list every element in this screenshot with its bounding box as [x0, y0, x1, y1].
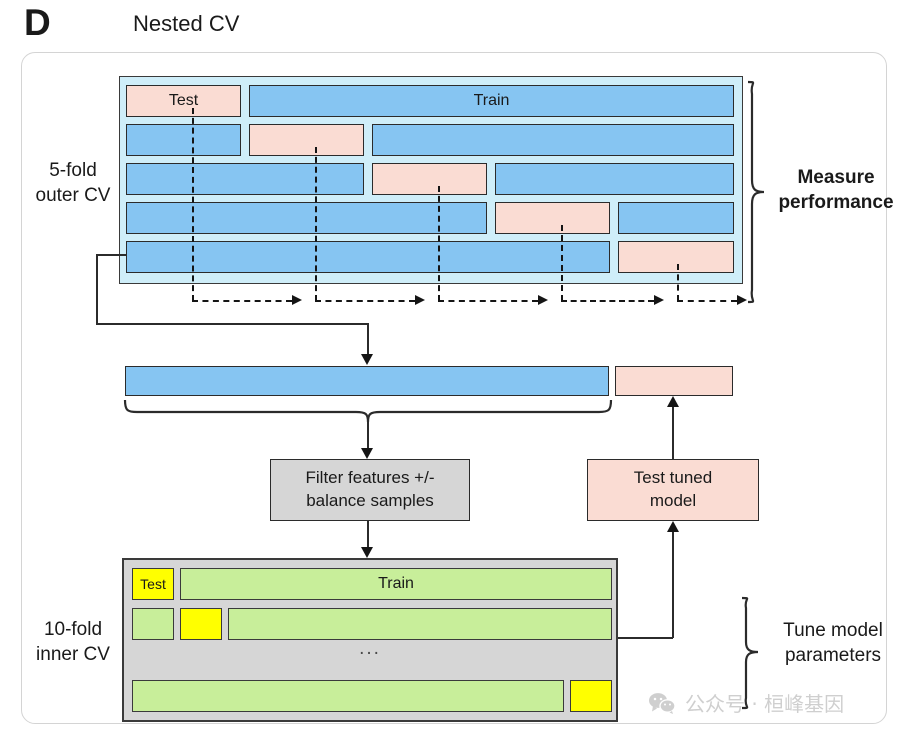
tune-model-line2: parameters — [784, 645, 882, 667]
outer-fold2-test — [249, 124, 364, 156]
measure-performance-label: Measure performance — [768, 165, 904, 215]
dashed-arrow-3 — [438, 300, 538, 302]
watermark: 公众号 · 桓峰基因 — [648, 688, 844, 717]
dashed-arrowhead-4 — [654, 295, 664, 305]
outer-fold1-test: Test — [126, 85, 241, 117]
outer-cv-container: Test Train — [119, 76, 743, 284]
panel-letter: D — [24, 2, 51, 43]
dashed-arrowhead-1 — [292, 295, 302, 305]
outer-to-mid-line-b — [96, 254, 98, 323]
middle-train-bar — [125, 366, 609, 396]
dashed-arrow-1 — [192, 300, 292, 302]
inner-to-tuned-line-b — [672, 532, 674, 638]
dashed-connector-1 — [192, 108, 194, 301]
measure-performance-line1: Measure — [797, 167, 875, 188]
tune-model-parameters-label: Tune model parameters — [762, 618, 904, 668]
inner-cv-container: Test Train ... — [122, 558, 618, 722]
outer-to-mid-line-c — [96, 323, 368, 325]
outer-fold2-train-b — [372, 124, 734, 156]
watermark-text: 公众号 · 桓峰基因 — [685, 692, 845, 716]
middle-bar-brace — [123, 399, 613, 423]
outer-fold5-test — [618, 241, 734, 273]
inner-fold10-test — [570, 680, 612, 712]
outer-cv-label-line1: 5-fold — [49, 160, 97, 181]
measure-performance-brace — [747, 80, 765, 304]
inner-cv-ellipsis: ... — [359, 638, 381, 659]
inner-cv-label-line2: inner CV — [36, 644, 110, 666]
tune-model-line1: Tune model — [783, 620, 883, 641]
measure-performance-line2: performance — [778, 192, 894, 214]
inner-fold2-train-b — [228, 608, 612, 640]
page-title: Nested CV — [133, 11, 240, 36]
filter-to-inner-line — [367, 521, 369, 547]
outer-fold4-test — [495, 202, 610, 234]
outer-fold5-train — [126, 241, 610, 273]
outer-fold4-train-a — [126, 202, 487, 234]
outer-fold3-test — [372, 163, 487, 195]
inner-cv-label: 10-fold inner CV — [18, 617, 128, 667]
dashed-arrow-4 — [561, 300, 654, 302]
dashed-connector-3 — [438, 186, 440, 301]
middle-test-bar — [615, 366, 733, 396]
mid-to-filter-line — [367, 422, 369, 448]
outer-to-mid-line-d — [367, 323, 369, 354]
inner-fold2-train-a — [132, 608, 174, 640]
inner-fold2-test — [180, 608, 222, 640]
dashed-arrowhead-3 — [538, 295, 548, 305]
outer-to-mid-arrowhead — [361, 354, 373, 365]
outer-fold2-train-a — [126, 124, 241, 156]
inner-cv-label-line1: 10-fold — [43, 619, 103, 640]
outer-fold3-train-b — [495, 163, 734, 195]
dashed-connector-5 — [677, 264, 679, 301]
outer-fold3-train-a — [126, 163, 364, 195]
dashed-connector-4 — [561, 225, 563, 301]
tune-model-brace — [741, 596, 759, 710]
wechat-icon — [649, 692, 676, 714]
outer-to-mid-line-a — [96, 254, 126, 256]
filter-to-inner-arrowhead — [361, 547, 373, 558]
inner-fold1-train: Train — [180, 568, 612, 600]
dashed-arrow-2 — [315, 300, 415, 302]
dashed-arrowhead-2 — [415, 295, 425, 305]
tuned-to-pink-line — [672, 407, 674, 459]
outer-fold1-train: Train — [249, 85, 734, 117]
inner-to-tuned-line-a — [618, 637, 673, 639]
inner-to-tuned-arrowhead — [667, 521, 679, 532]
filter-features-box: Filter features +/-balance samples — [270, 459, 470, 521]
dashed-arrowhead-5 — [737, 295, 747, 305]
outer-cv-label-line2: outer CV — [35, 185, 111, 207]
outer-cv-label: 5-fold outer CV — [18, 158, 128, 208]
filter-features-text: Filter features +/-balance samples — [305, 468, 435, 510]
dashed-arrow-5 — [677, 300, 737, 302]
inner-fold10-train — [132, 680, 564, 712]
mid-to-filter-arrowhead — [361, 448, 373, 459]
inner-fold1-test: Test — [132, 568, 174, 600]
dashed-connector-2 — [315, 147, 317, 301]
outer-fold4-train-b — [618, 202, 734, 234]
tuned-to-pink-arrowhead — [667, 396, 679, 407]
